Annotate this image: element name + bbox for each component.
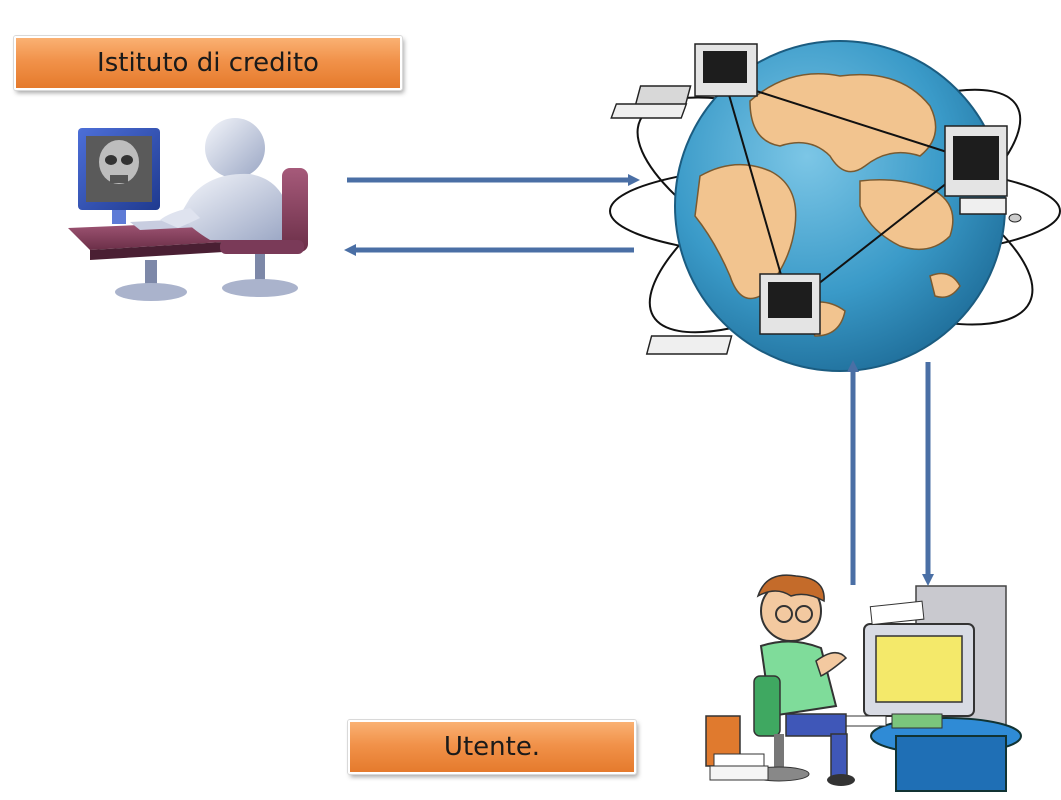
globe-network-icon [609, 40, 1061, 372]
user-label-text: Utente. [443, 732, 541, 762]
arrow-network-to-bank-head [344, 244, 356, 256]
attacker-at-computer-icon [68, 118, 308, 301]
user-at-computer-icon [705, 574, 1022, 792]
user-label: Utente. [348, 720, 636, 774]
bank-label: Istituto di credito [14, 36, 402, 90]
bank-label-text: Istituto di credito [97, 48, 319, 78]
